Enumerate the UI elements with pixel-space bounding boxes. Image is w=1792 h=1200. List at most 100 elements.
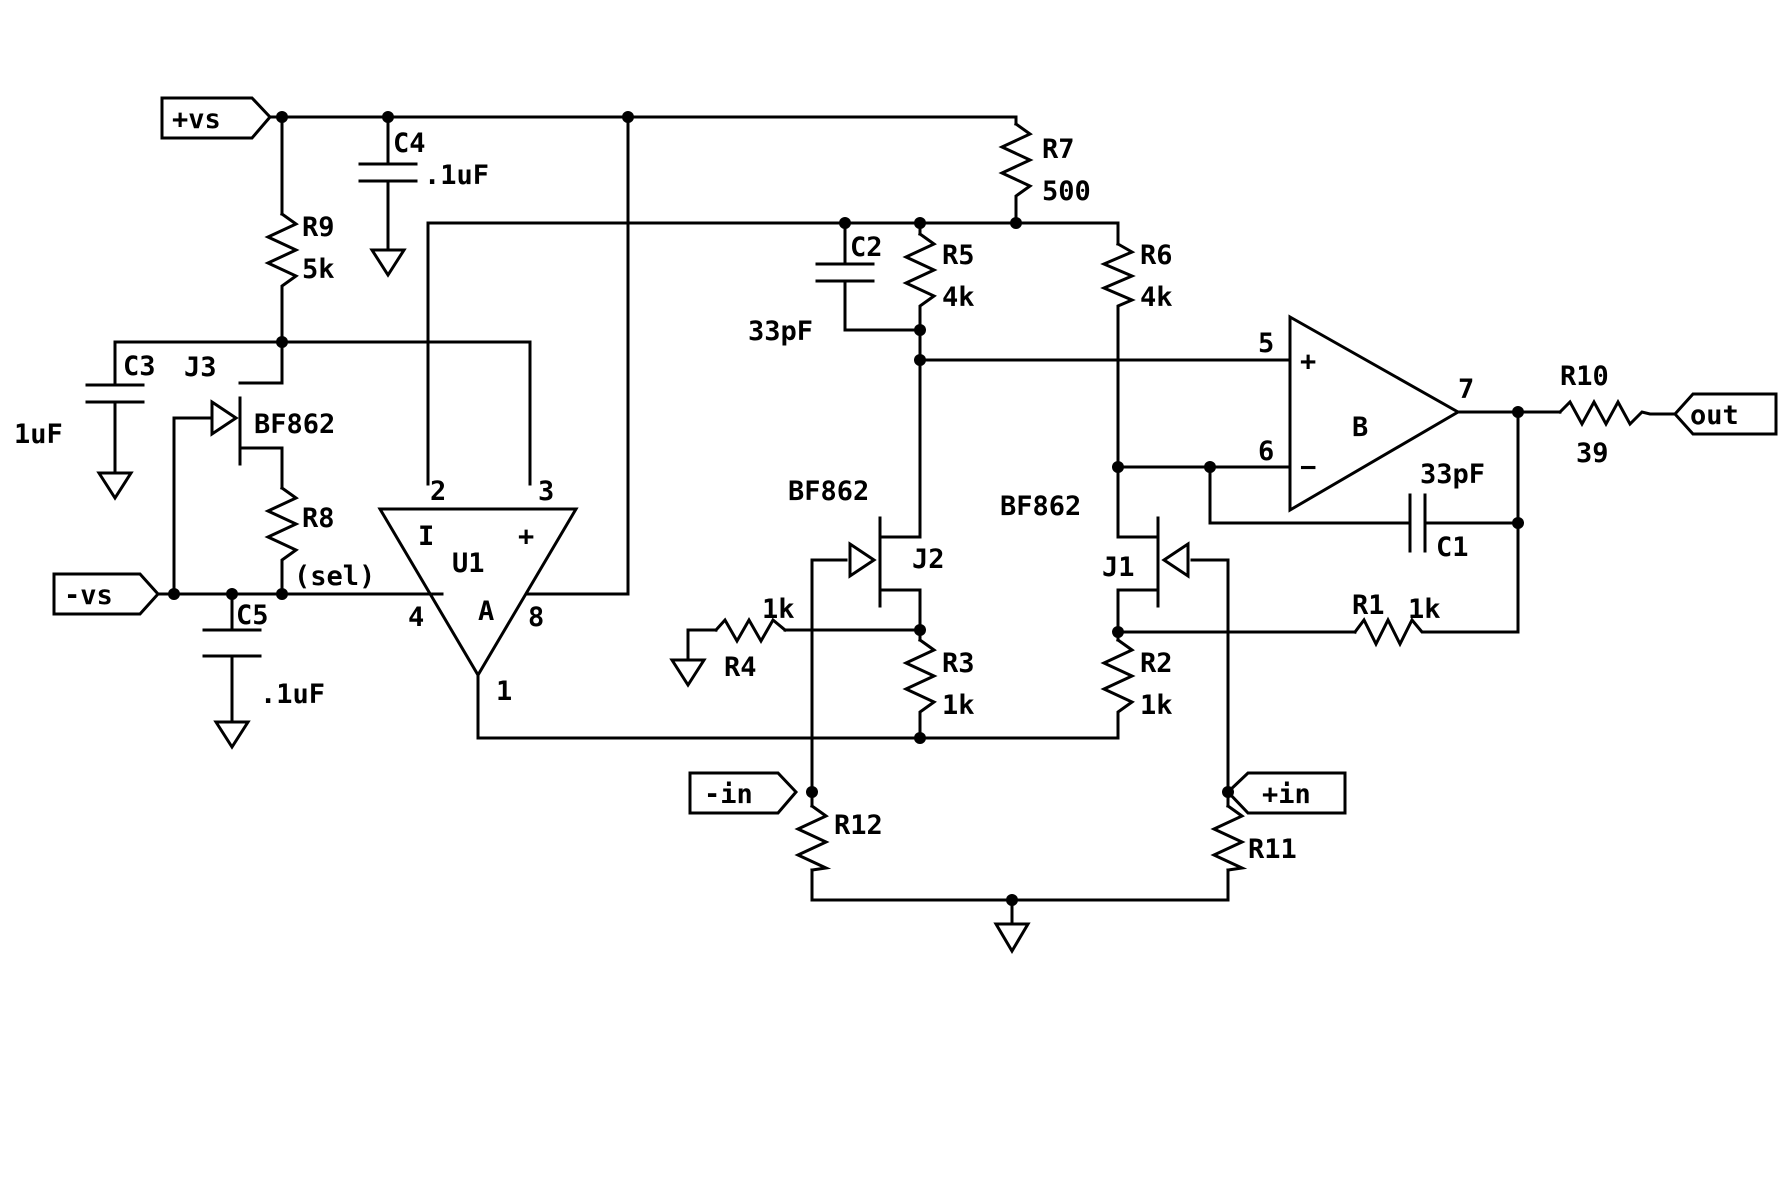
u1-pin-pos-supply: 8	[528, 602, 544, 633]
capacitor-c3	[85, 383, 145, 404]
jfets	[210, 396, 1190, 608]
r4-ref: R4	[724, 652, 757, 683]
resistor-r11	[1210, 803, 1248, 872]
c1-value: 33pF	[1420, 459, 1485, 490]
junction-dot	[1112, 461, 1124, 473]
wire-r5-r6-bus	[426, 221, 1120, 486]
resistor-r10	[1557, 398, 1660, 428]
junction-dot	[1512, 517, 1524, 529]
u1-pin-out: 1	[496, 676, 512, 707]
junction-dot	[839, 217, 851, 229]
junction-dot	[914, 732, 926, 744]
c3-ref: C3	[123, 351, 156, 382]
junction-dot	[168, 588, 180, 600]
c3-value: 1uF	[14, 419, 63, 450]
wire-r6-bottom	[1116, 310, 1160, 539]
junction-dot	[1010, 217, 1022, 229]
resistor-r6	[1100, 241, 1136, 314]
junction-dot	[382, 111, 394, 123]
wire-c2-bottom	[843, 279, 922, 332]
jfet-j3-gate-arrow	[210, 399, 239, 437]
r8-ref: R8	[302, 503, 335, 534]
u1-unit: A	[478, 596, 494, 627]
u1-pin-inv: 2	[430, 476, 446, 507]
opamp-b-pin-plus: 5	[1258, 328, 1274, 359]
capacitor-c4	[358, 162, 418, 183]
junction-dot	[622, 111, 634, 123]
junction-dot	[914, 354, 926, 366]
jfet-j2-gate-arrow	[848, 541, 877, 579]
wire-j1-source	[1116, 588, 1160, 740]
r2-ref: R2	[1140, 648, 1173, 679]
u1-pin-noninv: 3	[538, 476, 554, 507]
junction-dot	[1006, 894, 1018, 906]
capacitor-c2	[815, 262, 875, 283]
labels: +vs -vs -in +in out C4 .1uF R7 500 R9 5k…	[14, 104, 1739, 865]
op-amp-u1-body	[377, 507, 579, 678]
junction-dot	[914, 624, 926, 636]
junction-dot	[276, 336, 288, 348]
resistor-r4	[713, 616, 788, 645]
r1-ref: R1	[1352, 590, 1385, 621]
j2-ref: J2	[912, 544, 945, 575]
port-neg-in-outline	[688, 771, 799, 815]
c5-value: .1uF	[260, 679, 325, 710]
capacitors	[85, 162, 1427, 658]
opamp-b-plus-sign: +	[1300, 346, 1316, 377]
ground-icon	[669, 658, 707, 688]
wire-ground-bus	[810, 898, 1230, 926]
u1-minus-sign: I	[418, 521, 434, 552]
r11-ref: R11	[1248, 834, 1297, 865]
op-amp-b-body	[1288, 314, 1462, 513]
port-out-outline	[1672, 392, 1778, 436]
op-amp-u1	[377, 507, 579, 678]
wire-j3-drain-node	[113, 340, 532, 486]
r7-ref: R7	[1042, 134, 1075, 165]
c4-ref: C4	[393, 128, 426, 159]
wire-r5-bottom	[878, 314, 922, 539]
wire-j2-source	[878, 588, 922, 632]
capacitor-c1	[1408, 493, 1427, 553]
j3-value: BF862	[254, 409, 335, 440]
resistor-r12	[794, 803, 832, 872]
wire-j3-gate	[172, 416, 214, 596]
opamp-b-unit: B	[1352, 412, 1368, 443]
r5-ref: R5	[942, 240, 975, 271]
u1-pin-neg-supply: 4	[408, 602, 424, 633]
capacitor-c5	[202, 628, 262, 658]
port-neg-vs-outline	[52, 572, 161, 616]
port-out: out	[1690, 400, 1739, 431]
r5-value: 4k	[942, 282, 975, 313]
r10-value: 39	[1576, 438, 1609, 469]
resistor-r3	[902, 637, 938, 720]
junction-dot	[1112, 626, 1124, 638]
r7-value: 500	[1042, 176, 1091, 207]
ground-icon	[96, 471, 134, 501]
resistor-r7	[998, 121, 1034, 206]
wire-u1-pos-supply	[526, 115, 630, 596]
junction-dot	[914, 324, 926, 336]
r2-value: 1k	[1140, 690, 1173, 721]
junction-dot	[914, 217, 926, 229]
resistor-r1	[1352, 616, 1430, 648]
r12-ref: R12	[834, 810, 883, 841]
port-pos-in-outline	[1225, 771, 1347, 815]
ports	[52, 96, 1778, 815]
port-pos-vs: +vs	[172, 104, 221, 135]
grounds	[96, 248, 1031, 954]
wire-tail	[476, 673, 1120, 740]
wire-j1-gate	[1190, 558, 1230, 902]
port-pos-vs-outline	[160, 96, 273, 140]
wire-j2-gate	[810, 558, 848, 902]
resistor-r9	[264, 211, 300, 296]
op-amp-b	[1288, 314, 1462, 513]
r1-value: 1k	[1408, 594, 1441, 625]
junctions	[168, 111, 1524, 906]
c2-value: 33pF	[748, 316, 813, 347]
r3-value: 1k	[942, 690, 975, 721]
r4-value: 1k	[762, 594, 795, 625]
opamp-b-pin-minus: 6	[1258, 436, 1274, 467]
port-neg-vs: -vs	[64, 580, 113, 611]
r9-ref: R9	[302, 212, 335, 243]
